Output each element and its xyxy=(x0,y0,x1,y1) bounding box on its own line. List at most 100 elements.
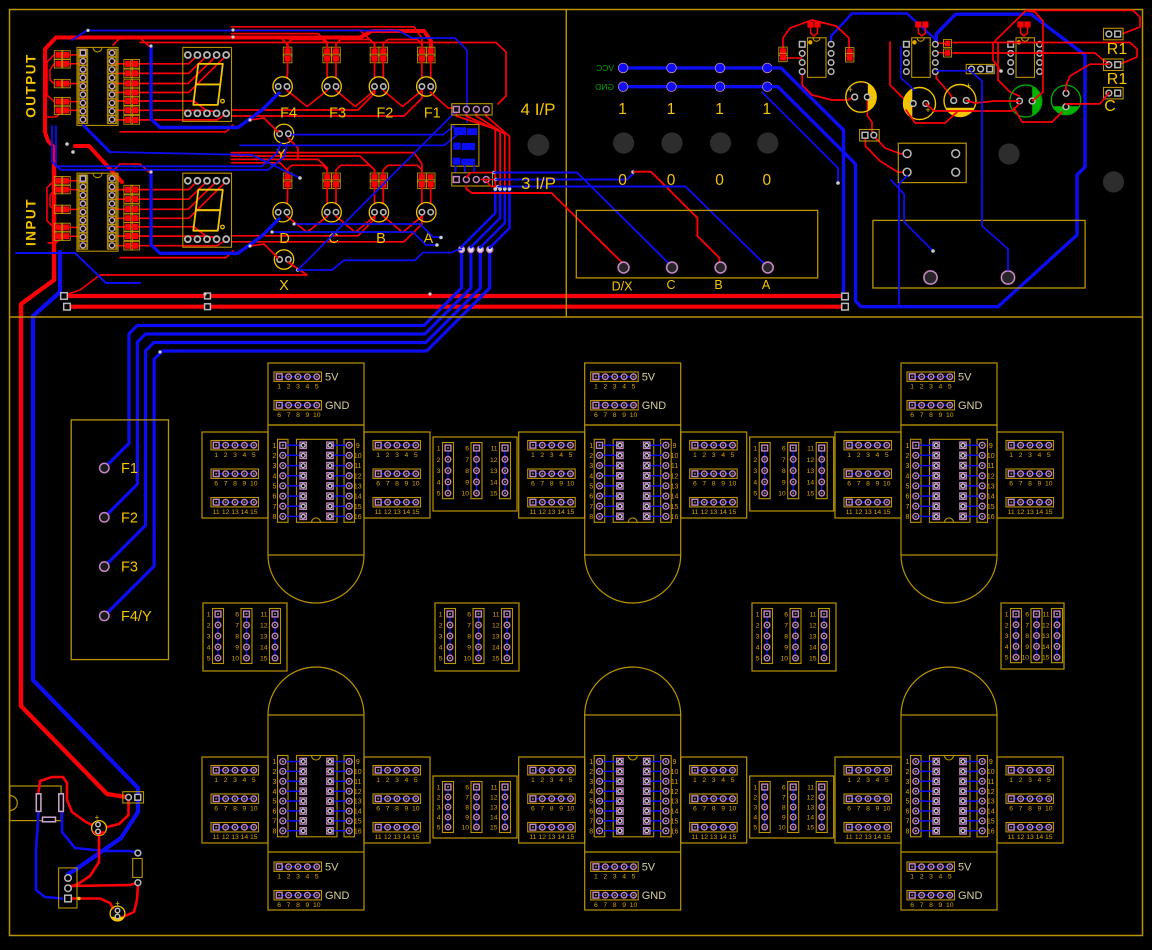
svg-text:12: 12 xyxy=(987,789,995,796)
svg-text:3: 3 xyxy=(296,873,300,880)
svg-text:9: 9 xyxy=(622,902,626,909)
svg-text:9: 9 xyxy=(356,759,360,766)
svg-text:0: 0 xyxy=(667,172,676,189)
svg-text:6: 6 xyxy=(589,809,593,816)
svg-text:9: 9 xyxy=(939,412,943,419)
svg-text:4: 4 xyxy=(876,452,880,459)
svg-text:6: 6 xyxy=(594,412,598,419)
svg-text:11: 11 xyxy=(529,834,536,841)
svg-text:8: 8 xyxy=(906,828,910,835)
svg-text:5: 5 xyxy=(1047,777,1051,784)
svg-text:1: 1 xyxy=(753,785,757,792)
svg-text:7: 7 xyxy=(857,480,861,487)
svg-text:6: 6 xyxy=(594,902,598,909)
svg-text:11: 11 xyxy=(807,446,814,453)
svg-text:10: 10 xyxy=(671,453,679,460)
svg-text:4: 4 xyxy=(207,645,211,652)
svg-text:8: 8 xyxy=(465,805,469,812)
svg-text:8: 8 xyxy=(296,902,300,909)
svg-text:4: 4 xyxy=(589,473,593,480)
svg-text:11: 11 xyxy=(846,834,853,841)
svg-text:B: B xyxy=(376,231,386,247)
svg-text:2: 2 xyxy=(906,453,910,460)
svg-text:9: 9 xyxy=(721,480,725,487)
svg-text:7: 7 xyxy=(224,805,228,812)
svg-text:3: 3 xyxy=(929,873,933,880)
svg-text:3: 3 xyxy=(756,634,760,641)
svg-text:6: 6 xyxy=(782,785,786,792)
svg-text:11: 11 xyxy=(213,509,220,516)
svg-text:9: 9 xyxy=(243,805,247,812)
svg-text:5: 5 xyxy=(414,777,418,784)
svg-text:13: 13 xyxy=(987,484,995,491)
svg-text:2: 2 xyxy=(753,457,757,464)
svg-text:2: 2 xyxy=(589,453,593,460)
svg-text:7: 7 xyxy=(603,902,607,909)
svg-text:3: 3 xyxy=(589,463,593,470)
svg-text:6: 6 xyxy=(376,805,380,812)
svg-text:8: 8 xyxy=(395,805,399,812)
svg-text:2: 2 xyxy=(273,453,277,460)
svg-text:6: 6 xyxy=(235,612,239,619)
svg-text:8: 8 xyxy=(613,902,617,909)
svg-text:13: 13 xyxy=(231,834,239,841)
svg-text:5: 5 xyxy=(632,873,636,880)
svg-text:5: 5 xyxy=(589,484,593,491)
svg-text:10: 10 xyxy=(567,805,575,812)
svg-text:5: 5 xyxy=(906,799,910,806)
svg-text:6: 6 xyxy=(277,412,281,419)
svg-text:10: 10 xyxy=(671,769,679,776)
svg-text:2: 2 xyxy=(589,769,593,776)
svg-text:10: 10 xyxy=(567,480,575,487)
svg-text:8: 8 xyxy=(1028,480,1032,487)
svg-text:6: 6 xyxy=(273,494,277,501)
svg-text:11: 11 xyxy=(987,779,994,786)
svg-text:2: 2 xyxy=(224,777,228,784)
svg-text:8: 8 xyxy=(1025,633,1029,640)
svg-text:2: 2 xyxy=(920,873,924,880)
svg-text:13: 13 xyxy=(354,799,362,806)
svg-text:12: 12 xyxy=(539,509,547,516)
svg-text:4: 4 xyxy=(405,452,409,459)
svg-text:3: 3 xyxy=(613,383,617,390)
svg-text:8: 8 xyxy=(782,805,786,812)
svg-text:F1: F1 xyxy=(121,461,138,477)
svg-text:D/X: D/X xyxy=(612,280,634,294)
svg-text:F2: F2 xyxy=(376,106,393,122)
svg-text:13: 13 xyxy=(809,634,817,641)
svg-text:14: 14 xyxy=(557,834,565,841)
svg-text:5V: 5V xyxy=(642,861,656,873)
svg-text:9: 9 xyxy=(465,479,469,486)
svg-text:8: 8 xyxy=(465,468,469,475)
svg-text:10: 10 xyxy=(313,902,321,909)
svg-text:13: 13 xyxy=(864,509,872,516)
svg-text:8: 8 xyxy=(866,805,870,812)
svg-text:F3: F3 xyxy=(121,560,138,576)
svg-text:2: 2 xyxy=(437,795,441,802)
svg-text:4: 4 xyxy=(622,383,626,390)
svg-text:1: 1 xyxy=(207,612,211,619)
svg-text:1: 1 xyxy=(273,759,277,766)
svg-text:9: 9 xyxy=(356,443,360,450)
svg-text:5: 5 xyxy=(753,491,757,498)
svg-text:1: 1 xyxy=(589,759,593,766)
svg-text:10: 10 xyxy=(630,902,638,909)
svg-text:0: 0 xyxy=(715,172,724,189)
svg-text:13: 13 xyxy=(671,484,679,491)
svg-text:6: 6 xyxy=(467,612,471,619)
svg-text:F1: F1 xyxy=(424,106,441,122)
svg-text:6: 6 xyxy=(847,480,851,487)
svg-text:5: 5 xyxy=(948,873,952,880)
svg-text:9: 9 xyxy=(989,759,993,766)
svg-text:2: 2 xyxy=(920,383,924,390)
svg-text:4: 4 xyxy=(939,383,943,390)
svg-text:13: 13 xyxy=(671,799,679,806)
svg-text:4: 4 xyxy=(243,777,247,784)
svg-text:15: 15 xyxy=(729,509,737,516)
svg-text:9: 9 xyxy=(876,805,880,812)
svg-text:3: 3 xyxy=(273,463,277,470)
svg-text:2: 2 xyxy=(287,873,291,880)
svg-text:2: 2 xyxy=(437,457,441,464)
svg-text:F4: F4 xyxy=(280,106,297,122)
svg-text:7: 7 xyxy=(273,504,277,511)
